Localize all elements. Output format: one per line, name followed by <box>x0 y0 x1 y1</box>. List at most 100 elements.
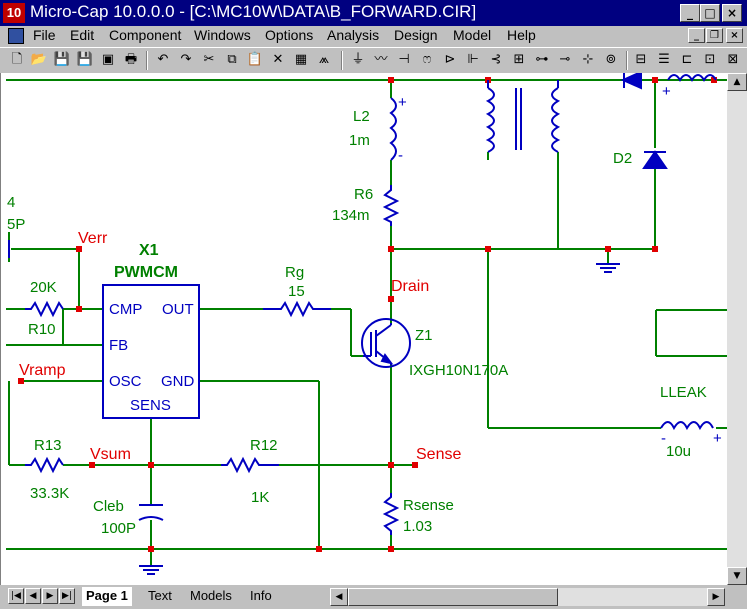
label-rg-name: Rg <box>285 264 304 281</box>
delete-icon[interactable]: ✕ <box>272 52 284 67</box>
bottom-bar: |◀ ◀ ▶ ▶| Page 1 Text Models Info ◀ ▶ <box>0 585 747 609</box>
component-icon[interactable]: ⩕ <box>318 52 330 67</box>
app-icon[interactable]: 10 <box>3 3 25 23</box>
node-drain: Drain <box>391 278 429 295</box>
horizontal-scroll-thumb[interactable] <box>348 588 558 606</box>
label-r13-value: 33.3K <box>30 485 69 502</box>
vertical-scrollbar[interactable]: ▲ ▼ <box>727 73 747 585</box>
menu-design[interactable]: Design <box>394 27 438 43</box>
tab-info[interactable]: Info <box>250 588 272 603</box>
wires <box>6 79 727 566</box>
window-icon[interactable]: ⊡ <box>704 52 716 67</box>
label-r12-value: 1K <box>251 489 269 506</box>
label-cleb-name: Cleb <box>93 498 124 515</box>
menu-edit[interactable]: Edit <box>70 27 95 43</box>
label-z1-name: Z1 <box>415 327 433 344</box>
tab-models[interactable]: Models <box>190 588 232 603</box>
label-rg-value: 15 <box>288 283 305 300</box>
tab-text[interactable]: Text <box>148 588 172 603</box>
clear-icon[interactable]: ▦ <box>294 52 308 67</box>
tile-icon[interactable]: ⊟ <box>635 52 647 67</box>
mdi-restore-button[interactable]: ❐ <box>706 28 723 43</box>
resistor-icon[interactable]: 〰 <box>374 52 388 67</box>
cursor-icon[interactable]: ⊹ <box>582 52 594 67</box>
schematic-canvas[interactable]: + - + - + L2 1m R6 134m D2 4 5P X1 PWMCM… <box>0 73 727 585</box>
open-icon[interactable]: 📂 <box>30 52 48 67</box>
cut-icon[interactable]: ✂ <box>203 52 215 67</box>
schematic-drawing: + - + - + L2 1m R6 134m D2 4 5P X1 PWMCM… <box>6 73 727 575</box>
pin-gnd: GND <box>161 373 195 390</box>
menu-component[interactable]: Component <box>109 27 182 43</box>
menu-file[interactable]: File <box>33 27 56 43</box>
copy-icon[interactable]: ⧉ <box>227 52 237 67</box>
lleak-plus: + <box>713 430 722 447</box>
menu-windows[interactable]: Windows <box>194 27 251 43</box>
maximize-button[interactable]: □ <box>700 4 720 22</box>
label-r10-value: 20K <box>30 279 57 296</box>
menu-options[interactable]: Options <box>265 27 314 43</box>
title-bar: 10 Micro-Cap 10.0.0.0 - [C:\MC10W\DATA\B… <box>0 0 747 26</box>
prev-page-button[interactable]: ◀ <box>25 588 41 604</box>
close-file-icon[interactable]: ▣ <box>101 52 115 67</box>
source-icon[interactable]: ⊸ <box>559 52 571 67</box>
last-page-button[interactable]: ▶| <box>59 588 75 604</box>
label-source-name: 4 <box>7 194 15 211</box>
label-lleak-name: LLEAK <box>660 384 707 401</box>
tab-page-1[interactable]: Page 1 <box>82 587 132 606</box>
scroll-right-icon[interactable]: ▶ <box>707 588 725 606</box>
npn-icon[interactable]: ⊰ <box>490 52 502 67</box>
close-button[interactable]: × <box>722 4 742 22</box>
capacitor-icon[interactable]: ⊣ <box>398 52 410 67</box>
scroll-left-icon[interactable]: ◀ <box>330 588 348 606</box>
menu-model[interactable]: Model <box>453 27 492 43</box>
transformer-icon[interactable]: ⊞ <box>513 52 525 67</box>
scroll-down-icon[interactable]: ▼ <box>727 567 747 585</box>
label-l2-name: L2 <box>353 108 370 125</box>
next-page-button[interactable]: ▶ <box>42 588 58 604</box>
diode-icon[interactable]: ⊳ <box>444 52 456 67</box>
mdi-minimize-button[interactable]: _ <box>688 28 705 43</box>
l2-plus: + <box>398 94 407 111</box>
menu-help[interactable]: Help <box>507 27 536 43</box>
node-vsum: Vsum <box>90 446 131 463</box>
horizontal-scrollbar[interactable]: ◀ ▶ <box>330 588 725 606</box>
node-vramp: Vramp <box>19 362 66 379</box>
cascade-icon[interactable]: ☰ <box>658 52 670 67</box>
save-icon[interactable]: 💾 <box>53 52 71 67</box>
ground-icon[interactable]: ⏚ <box>351 52 365 67</box>
top-inductor-plus: + <box>662 83 671 100</box>
minimize-button[interactable]: _ <box>680 4 700 22</box>
mdi-close-button[interactable]: × <box>726 28 743 43</box>
print-icon[interactable]: 🖶 <box>124 52 138 67</box>
pin-out: OUT <box>162 301 194 318</box>
save-as-icon[interactable]: 💾 <box>76 52 94 67</box>
pin-fb: FB <box>109 337 128 354</box>
menu-analysis[interactable]: Analysis <box>327 27 380 43</box>
label-r10-name: R10 <box>28 321 56 338</box>
label-x1-name: X1 <box>139 242 159 259</box>
menu-bar: File Edit Component Windows Options Anal… <box>0 26 747 46</box>
redo-icon[interactable]: ↷ <box>180 52 192 67</box>
label-d2-name: D2 <box>613 150 632 167</box>
components <box>8 73 717 575</box>
label-l2-value: 1m <box>349 132 370 149</box>
scroll-up-icon[interactable]: ▲ <box>727 73 747 91</box>
node-sense: Sense <box>416 446 461 463</box>
undo-icon[interactable]: ↶ <box>157 52 169 67</box>
split-icon[interactable]: ⊏ <box>681 52 693 67</box>
junctions <box>18 77 717 552</box>
window-layout-icon[interactable]: ⊚ <box>605 52 617 67</box>
inductor-icon[interactable]: ෆ <box>422 52 432 67</box>
panel-icon[interactable]: ⊠ <box>727 52 739 67</box>
label-r13-name: R13 <box>34 437 62 454</box>
battery-icon[interactable]: ⊩ <box>467 52 479 67</box>
paste-icon[interactable]: 📋 <box>246 52 264 67</box>
label-lleak-value: 10u <box>666 443 691 460</box>
new-icon[interactable]: 🗋 <box>11 52 23 67</box>
label-r6-value: 134m <box>332 207 370 224</box>
cap2-icon[interactable]: ⊶ <box>535 52 549 67</box>
document-icon[interactable] <box>8 28 24 44</box>
pin-osc: OSC <box>109 373 142 390</box>
first-page-button[interactable]: |◀ <box>8 588 24 604</box>
label-r12-name: R12 <box>250 437 278 454</box>
